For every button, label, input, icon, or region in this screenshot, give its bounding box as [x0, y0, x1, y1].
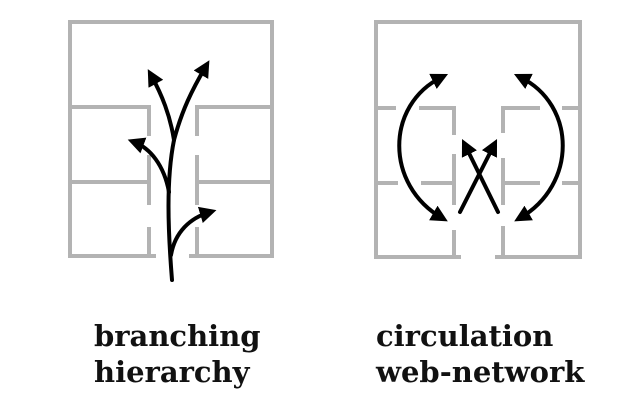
web-floor-plan — [374, 20, 582, 259]
branching-label-line1: branching — [94, 319, 261, 353]
branching-floor-plan — [68, 20, 274, 258]
outer-wall — [374, 20, 582, 259]
loop-arrow-right — [513, 73, 565, 222]
branch-arrow-top-left — [147, 69, 176, 142]
cross-arrow-left-to-right — [458, 139, 498, 214]
cross-arrow-right-to-left — [461, 138, 500, 214]
outer-wall — [68, 20, 274, 258]
web-network-label: circulation web-network — [376, 318, 584, 390]
loop-arrow-left — [397, 73, 449, 222]
branch-arrow-mid-left — [127, 137, 171, 194]
web-arrows — [397, 73, 565, 222]
branching-arrows — [127, 60, 217, 282]
room-wall-left-upper-b — [419, 106, 456, 135]
web-network-label-line1: circulation — [376, 319, 554, 353]
branch-arrow-lower-right — [169, 206, 217, 257]
room-wall-left-upper — [70, 105, 151, 136]
room-wall-right-upper — [195, 105, 272, 136]
web-network-label-line2: web-network — [376, 355, 585, 389]
branching-label-line2: hierarchy — [94, 355, 250, 389]
branching-label: branching hierarchy — [94, 318, 261, 390]
room-wall-right-upper-b — [501, 106, 540, 133]
